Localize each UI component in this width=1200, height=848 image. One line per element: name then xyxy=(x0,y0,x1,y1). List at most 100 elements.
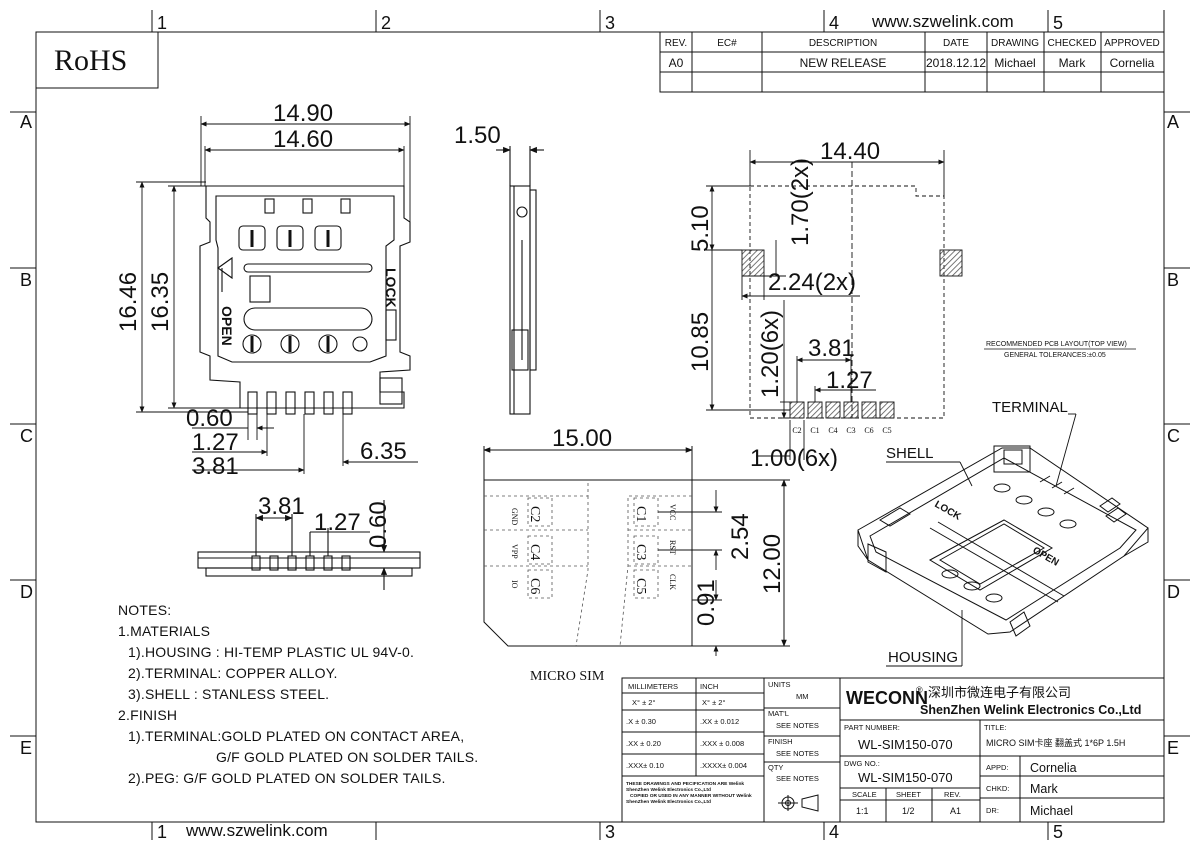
pcb-pad-label-c6: C6 xyxy=(864,426,873,435)
iso-open-label: OPEN xyxy=(1031,545,1061,569)
zone-row-b: B xyxy=(20,270,32,290)
appd-value: Cornelia xyxy=(1030,761,1077,775)
zone-row-b-right: B xyxy=(1167,270,1179,290)
pcb-layout: 14.40 5.10 1.70(2x) 2.24(2x) 10.85 1.20(… xyxy=(687,138,1136,472)
pcb-layout-title: RECOMMENDED PCB LAYOUT(TOP VIEW) xyxy=(986,341,1127,348)
sim-contact-c5: C5 xyxy=(633,578,648,594)
sim-contact-c4: C4 xyxy=(527,544,542,560)
company-name-cn: 深圳市微连电子有限公司 xyxy=(928,685,1071,700)
rev-header-ec: EC# xyxy=(717,38,737,49)
dim-pcb-width: 14.40 xyxy=(820,138,880,165)
tol-head-inch: INCH xyxy=(700,682,718,691)
pcb-pad-label-c3: C3 xyxy=(846,426,855,435)
rev-cell-approved: Cornelia xyxy=(1110,56,1155,70)
dr-value: Michael xyxy=(1030,804,1073,818)
dim-pcb-pad-width: 1.00(6x) xyxy=(750,445,838,472)
notes-housing: 1).HOUSING : HI-TEMP PLASTIC UL 94V-0. xyxy=(128,644,415,660)
disclaimer-line-1: THESE DRAWINGS AND PECIFICATION ARE Weli… xyxy=(626,781,744,787)
rev-cell-description: NEW RELEASE xyxy=(800,56,887,70)
side-view: 1.50 xyxy=(454,122,544,415)
tol-head-mm: MILLIMETERS xyxy=(628,682,678,691)
bottom-view: 3.81 1.27 0.60 xyxy=(197,493,421,590)
notes-materials: 1.MATERIALS xyxy=(118,623,211,639)
notes-terminal: 2).TERMINAL: COPPER ALLOY. xyxy=(128,665,338,681)
dim-sim-edge: 0.91 xyxy=(693,579,720,626)
units-value: MM xyxy=(796,692,809,701)
notes-section: NOTES: 1.MATERIALS 1).HOUSING : HI-TEMP … xyxy=(118,600,478,789)
sim-signal-gnd: GND xyxy=(510,508,519,526)
sim-signal-vcc: VCC xyxy=(668,504,677,520)
qty-label: QTY xyxy=(768,763,783,772)
notes-finish: 2.FINISH xyxy=(118,707,178,723)
sim-signal-clk: CLK xyxy=(668,574,677,590)
rev-header-description: DESCRIPTION xyxy=(809,38,877,49)
zone-row-d: D xyxy=(20,582,33,602)
chkd-label: CHKD: xyxy=(986,784,1009,793)
finish-label: FINISH xyxy=(768,737,793,746)
iso-lock-label: LOCK xyxy=(933,499,964,523)
dim-bottom-pitch: 1.27 xyxy=(314,509,361,536)
dim-sim-height: 12.00 xyxy=(759,534,786,594)
tol-angle-inch: X° ± 2° xyxy=(702,698,725,707)
iso-shell-label: SHELL xyxy=(886,445,934,462)
rev-cell-rev: A0 xyxy=(669,56,684,70)
part-number-value: WL-SIM150-070 xyxy=(858,737,953,752)
dim-pcb-pad-span: 3.81 xyxy=(808,335,855,362)
zone-row-d-right: D xyxy=(1167,582,1180,602)
dwg-number-value: WL-SIM150-070 xyxy=(858,770,953,785)
dim-front-outer-width: 14.90 xyxy=(273,100,333,127)
front-lock-label: LOCK xyxy=(383,268,399,308)
notes-heading: NOTES: xyxy=(118,602,172,618)
isometric-view: LOCK OPEN TERMINAL SHELL HOUSING xyxy=(857,399,1149,667)
tol-inch-row-1: .XX ± 0.012 xyxy=(700,717,739,726)
sheet-value: 1/2 xyxy=(902,806,915,816)
front-view: LOCK OPEN 14.90 14.60 16.46 16.3 xyxy=(115,100,418,480)
sim-signal-rst: RST xyxy=(668,540,677,555)
dim-front-tail-offset: 6.35 xyxy=(360,438,407,465)
zone-col-4: 4 xyxy=(829,13,839,33)
sim-contact-c1: C1 xyxy=(633,506,648,522)
zone-row-e: E xyxy=(20,738,32,758)
qty-value: SEE NOTES xyxy=(776,774,819,783)
rev-header-drawing: DRAWING xyxy=(991,38,1039,49)
dim-front-span: 3.81 xyxy=(192,453,239,480)
sim-signal-io: IO xyxy=(510,580,519,589)
zone-row-c: C xyxy=(20,426,33,446)
iso-terminal-label: TERMINAL xyxy=(992,399,1068,416)
dim-front-outer-height: 16.46 xyxy=(115,272,142,332)
micro-sim-card: C2 C4 C6 C1 C3 C5 GND VPP IO VCC RST CLK… xyxy=(483,425,790,684)
drawing-frame xyxy=(10,10,1190,840)
zone-row-a: A xyxy=(20,112,32,132)
dim-pcb-pad-span-height: 10.85 xyxy=(687,312,714,372)
dwg-number-label: DWG NO.: xyxy=(844,759,880,768)
chkd-value: Mark xyxy=(1030,782,1059,796)
zone-col-5: 5 xyxy=(1053,13,1063,33)
zone-labels: 1 2 3 4 5 1 3 4 5 A B C D E A B C D E xyxy=(20,13,1180,842)
disclaimer-line-4: ShenZhen Welink Electronics Co.,Ltd xyxy=(626,799,711,805)
dim-pcb-pad-height: 1.20(6x) xyxy=(757,310,784,398)
dim-pcb-pad-pitch: 1.27 xyxy=(826,367,873,394)
brand-logo: WECONN xyxy=(846,688,928,708)
rohs-mark: RoHS xyxy=(54,44,127,77)
zone-col-1: 1 xyxy=(157,13,167,33)
sim-contact-c2: C2 xyxy=(527,506,542,522)
tol-mm-row-2: .XX ± 0.20 xyxy=(626,739,661,748)
tol-angle-mm: X° ± 2° xyxy=(632,698,655,707)
zone-col-3: 3 xyxy=(605,13,615,33)
company-name-en: ShenZhen Welink Electronics Co.,Ltd xyxy=(920,703,1141,717)
rev-cell-date: 2018.12.12 xyxy=(926,56,986,70)
rev-header-approved: APPROVED xyxy=(1104,38,1160,49)
scale-value: 1:1 xyxy=(856,806,869,816)
rev-header-rev: REV. xyxy=(665,38,687,49)
micro-sim-caption: MICRO SIM xyxy=(530,669,605,684)
pcb-layout-tolerance: GENERAL TOLERANCES:±0.05 xyxy=(1004,352,1106,359)
brand-registered-mark: ® xyxy=(916,685,923,695)
sim-contact-c3: C3 xyxy=(633,544,648,560)
rev-value: A1 xyxy=(950,806,961,816)
notes-finish-terminal: 1).TERMINAL:GOLD PLATED ON CONTACT AREA, xyxy=(128,728,465,744)
rev-cell-drawing: Michael xyxy=(994,56,1035,70)
dim-sim-contact-pitch: 2.54 xyxy=(727,513,754,560)
iso-housing-label: HOUSING xyxy=(888,649,958,666)
dim-front-inner-width: 14.60 xyxy=(273,126,333,153)
zone-col-3-bottom: 3 xyxy=(605,822,615,842)
